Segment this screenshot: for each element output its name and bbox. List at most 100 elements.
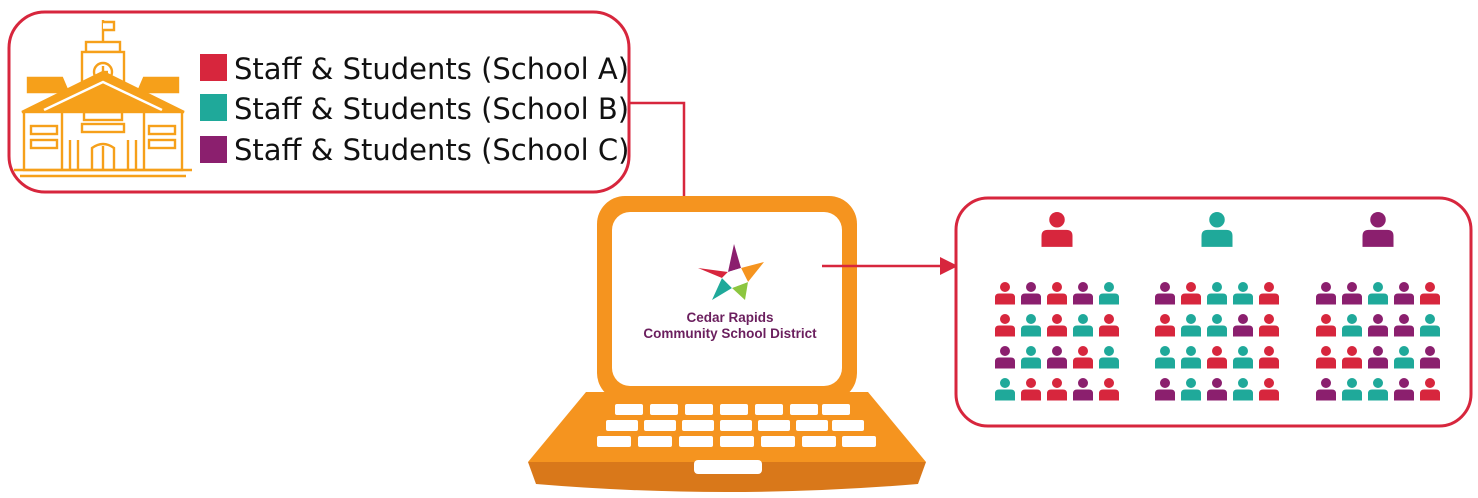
person-icon [1420, 314, 1440, 337]
laptop-key [650, 404, 678, 415]
person-icon [1099, 346, 1119, 369]
laptop-key [679, 436, 713, 447]
legend-swatch-school-b [200, 94, 227, 121]
laptop-key [720, 404, 748, 415]
district-name-line1: Cedar Rapids [686, 310, 773, 325]
person-icon [995, 314, 1015, 337]
person-icon [1073, 378, 1093, 401]
person-icon [1394, 378, 1414, 401]
person-icon [995, 346, 1015, 369]
person-icon [1073, 346, 1093, 369]
person-icon [1099, 314, 1119, 337]
person-icon [1207, 346, 1227, 369]
person-icon [1316, 346, 1336, 369]
person-icon [1047, 346, 1067, 369]
laptop-key [615, 404, 643, 415]
person-icon [1316, 378, 1336, 401]
person-icon [1368, 282, 1388, 305]
legend-swatch-school-a [200, 54, 227, 81]
school-panel: Staff & Students (School A) Staff & Stud… [7, 10, 631, 194]
legend-swatch-school-c [200, 136, 227, 163]
person-icon [1207, 314, 1227, 337]
person-icon [1342, 378, 1362, 401]
legend-label-school-a: Staff & Students (School A) [234, 52, 629, 86]
person-icon [1207, 282, 1227, 305]
school-building-icon [14, 20, 192, 178]
person-icon [1207, 378, 1227, 401]
person-icon [1047, 282, 1067, 305]
people-groups [995, 212, 1440, 401]
people-group [1155, 212, 1279, 401]
person-icon [1099, 378, 1119, 401]
person-icon [1155, 378, 1175, 401]
person-icon [1420, 282, 1440, 305]
person-icon [1155, 346, 1175, 369]
laptop-key [755, 404, 783, 415]
person-icon [1155, 282, 1175, 305]
person-icon [1368, 346, 1388, 369]
people-panel [954, 196, 1473, 428]
connector-to-people [822, 257, 958, 275]
person-icon [1368, 378, 1388, 401]
person-icon [1233, 282, 1253, 305]
person-icon [1021, 346, 1041, 369]
person-icon [1394, 314, 1414, 337]
person-icon [1420, 378, 1440, 401]
person-icon [1368, 314, 1388, 337]
person-icon [1181, 378, 1201, 401]
star-logo-icon [698, 244, 764, 300]
laptop-key [720, 436, 754, 447]
legend-item-school-a: Staff & Students (School A) [200, 52, 629, 86]
laptop-keys [597, 404, 876, 447]
laptop-key [761, 436, 795, 447]
person-icon [1181, 314, 1201, 337]
legend-label-school-b: Staff & Students (School B) [234, 92, 629, 126]
laptop-key [842, 436, 876, 447]
laptop-key [638, 436, 672, 447]
laptop-key [832, 420, 864, 431]
person-icon [995, 378, 1015, 401]
laptop-key [606, 420, 638, 431]
district-name-line2: Community School District [643, 326, 817, 341]
people-group [995, 212, 1119, 401]
laptop-key [758, 420, 790, 431]
person-icon [1021, 314, 1041, 337]
person-icon [1342, 346, 1362, 369]
laptop-key [682, 420, 714, 431]
person-icon [995, 282, 1015, 305]
person-icon [1099, 282, 1119, 305]
laptop-base [528, 462, 926, 492]
person-icon [1073, 314, 1093, 337]
person-icon [1259, 346, 1279, 369]
person-icon [1394, 346, 1414, 369]
person-icon [1259, 378, 1279, 401]
laptop-key [822, 404, 850, 415]
person-icon [1316, 314, 1336, 337]
person-icon [1181, 282, 1201, 305]
laptop-icon: Cedar Rapids Community School District [528, 196, 926, 492]
laptop-key [796, 420, 828, 431]
person-icon [1155, 314, 1175, 337]
district-logo: Cedar Rapids Community School District [643, 244, 817, 341]
laptop-key [597, 436, 631, 447]
laptop-key [720, 420, 752, 431]
person-icon [1316, 282, 1336, 305]
person-icon [1342, 314, 1362, 337]
person-icon [1021, 282, 1041, 305]
legend-label-school-c: Staff & Students (School C) [234, 133, 629, 167]
person-icon [1233, 346, 1253, 369]
legend-item-school-c: Staff & Students (School C) [200, 133, 629, 167]
person-icon [1181, 346, 1201, 369]
legend: Staff & Students (School A) Staff & Stud… [200, 52, 629, 167]
person-icon [1420, 346, 1440, 369]
legend-item-school-b: Staff & Students (School B) [200, 92, 629, 126]
leader-person-icon [1041, 212, 1073, 247]
person-icon [1021, 378, 1041, 401]
laptop-trackpad [694, 460, 762, 474]
laptop-key [802, 436, 836, 447]
person-icon [1342, 282, 1362, 305]
arrow-right-icon [940, 257, 958, 275]
person-icon [1073, 282, 1093, 305]
people-group [1316, 212, 1440, 401]
